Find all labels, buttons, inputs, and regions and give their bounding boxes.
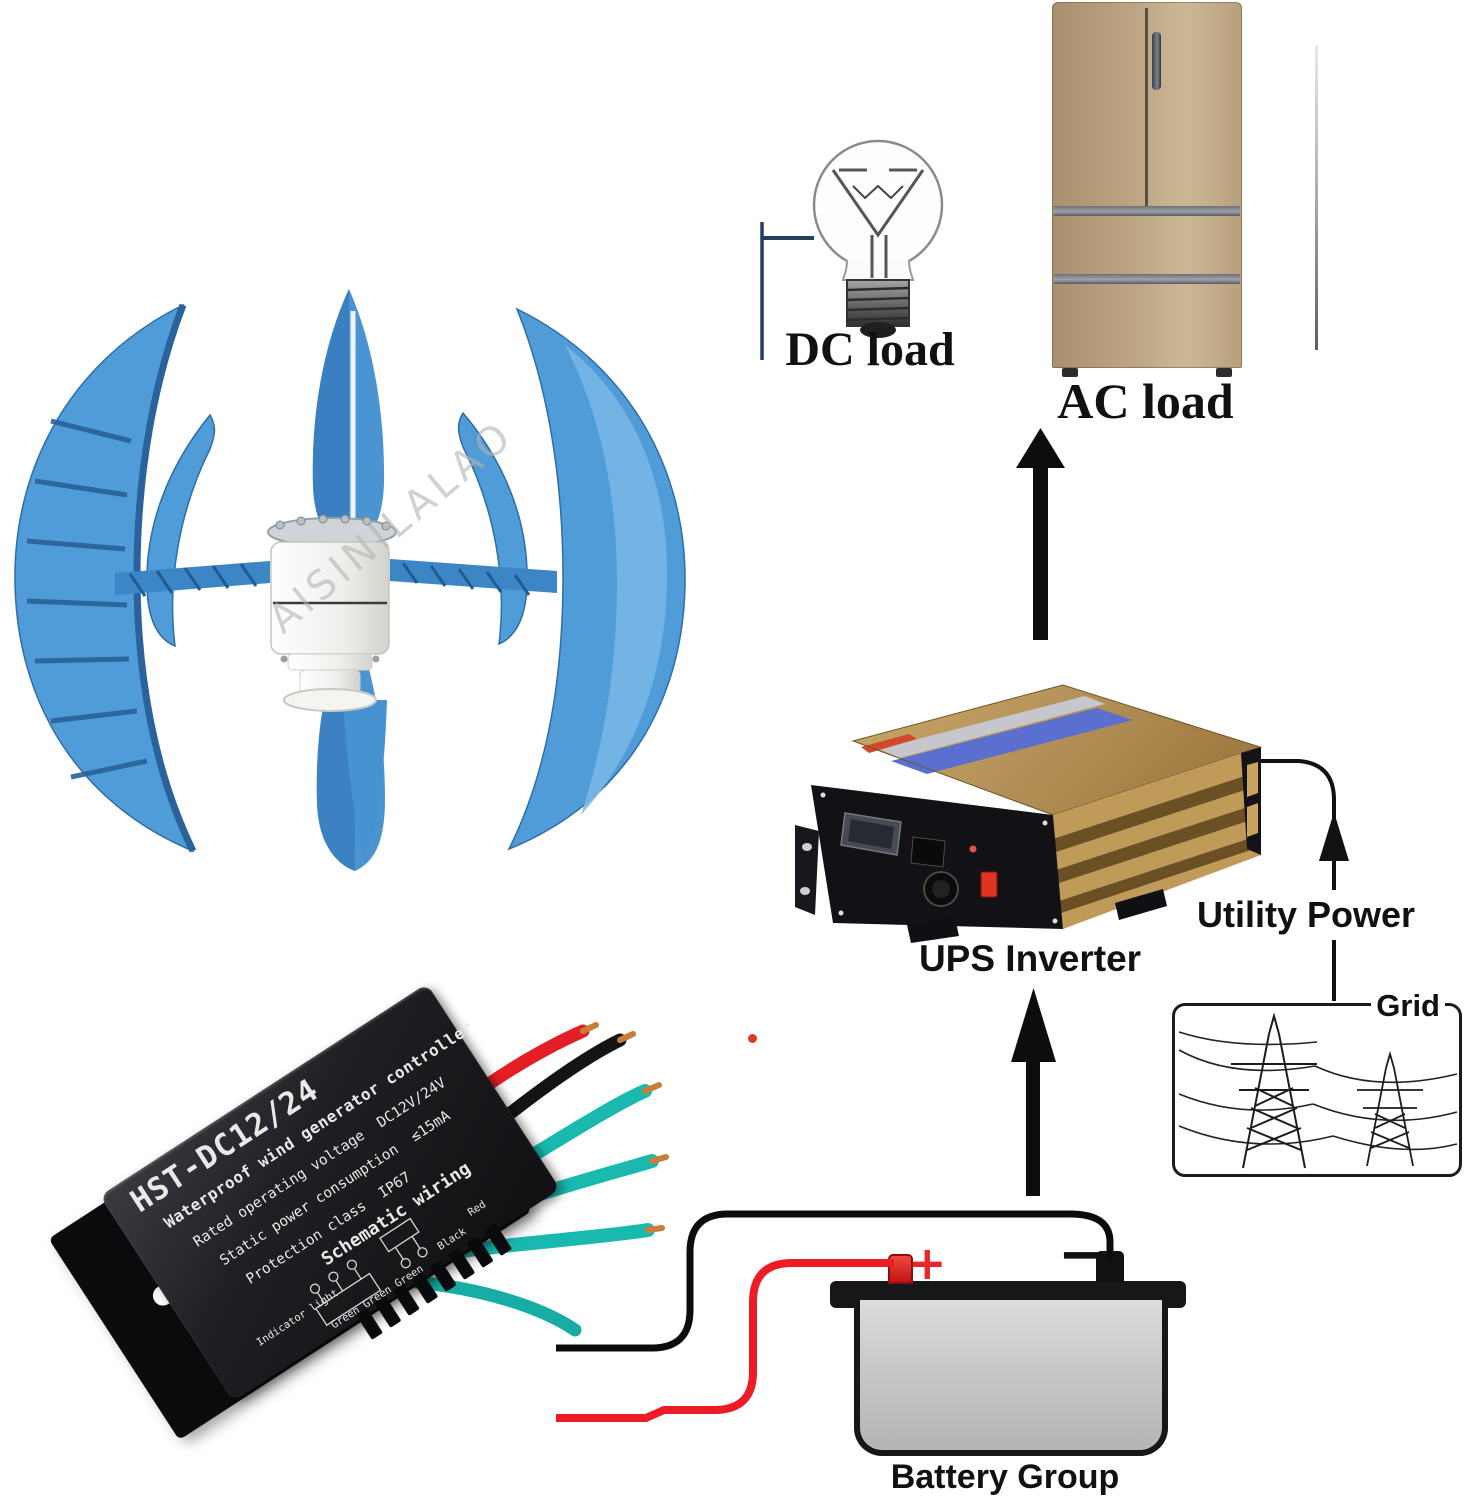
ups-inverter-label: UPS Inverter	[918, 938, 1142, 979]
battery-body	[854, 1300, 1168, 1456]
blade-tail	[343, 700, 387, 863]
transmission-towers-illustration	[1178, 1012, 1458, 1169]
fridge-foot	[1062, 368, 1078, 377]
utility-arrow-head	[1319, 812, 1349, 861]
battery-minus-symbol: −	[1058, 1222, 1105, 1287]
fridge-drawer-divider	[1054, 274, 1240, 284]
hub-spokes	[115, 559, 557, 597]
ac-load-label: AC load	[1057, 373, 1234, 429]
fridge-door-divider	[1145, 8, 1148, 206]
fridge-drawer-divider	[1054, 206, 1240, 216]
dc-connector-line	[760, 222, 814, 360]
utility-connector-line	[1260, 759, 1336, 1001]
generator-hub	[267, 514, 397, 712]
wind-controller-illustration: HST-DC12/24 Waterproof wind generator co…	[40, 983, 680, 1465]
red-dot-mark	[748, 1034, 757, 1043]
arrow-battery-to-ups	[1011, 988, 1056, 1196]
inverter-power-switch	[980, 871, 998, 898]
utility-power-label: Utility Power	[1196, 894, 1416, 935]
dc-load-label: DC load	[785, 323, 955, 376]
controller-phase-wire-4	[408, 1275, 582, 1337]
arrow-ups-to-ac	[1016, 428, 1065, 640]
fridge-handle	[1152, 32, 1161, 90]
battery-group-label: Battery Group	[890, 1458, 1120, 1496]
battery-negative-wire	[556, 1210, 1114, 1352]
controller-body: HST-DC12/24 Waterproof wind generator co…	[99, 983, 561, 1402]
grid-box: Grid	[1172, 988, 1462, 1177]
battery-plus-symbol: +	[908, 1236, 947, 1290]
controller-indicator-label: Indicator light	[254, 1287, 341, 1349]
grid-label: Grid	[1371, 988, 1445, 1024]
controller-red-wire-label: Red	[465, 1198, 489, 1219]
ac-load-fridge-illustration	[1052, 2, 1242, 377]
fridge-foot	[1216, 368, 1232, 377]
inverter-label-sticker	[861, 734, 917, 753]
fridge-side-line	[1315, 45, 1318, 350]
dc-load-bulb-icon	[760, 139, 944, 360]
controller-wiring-schematic	[309, 1217, 428, 1327]
spec-value: ≤15mA	[407, 1107, 454, 1146]
wind-turbine-illustration: AISINILALAO	[14, 289, 686, 871]
ups-inverter-illustration	[795, 684, 1262, 943]
inverter-front-panel	[811, 785, 1063, 929]
battery-positive-wire	[556, 1259, 894, 1422]
